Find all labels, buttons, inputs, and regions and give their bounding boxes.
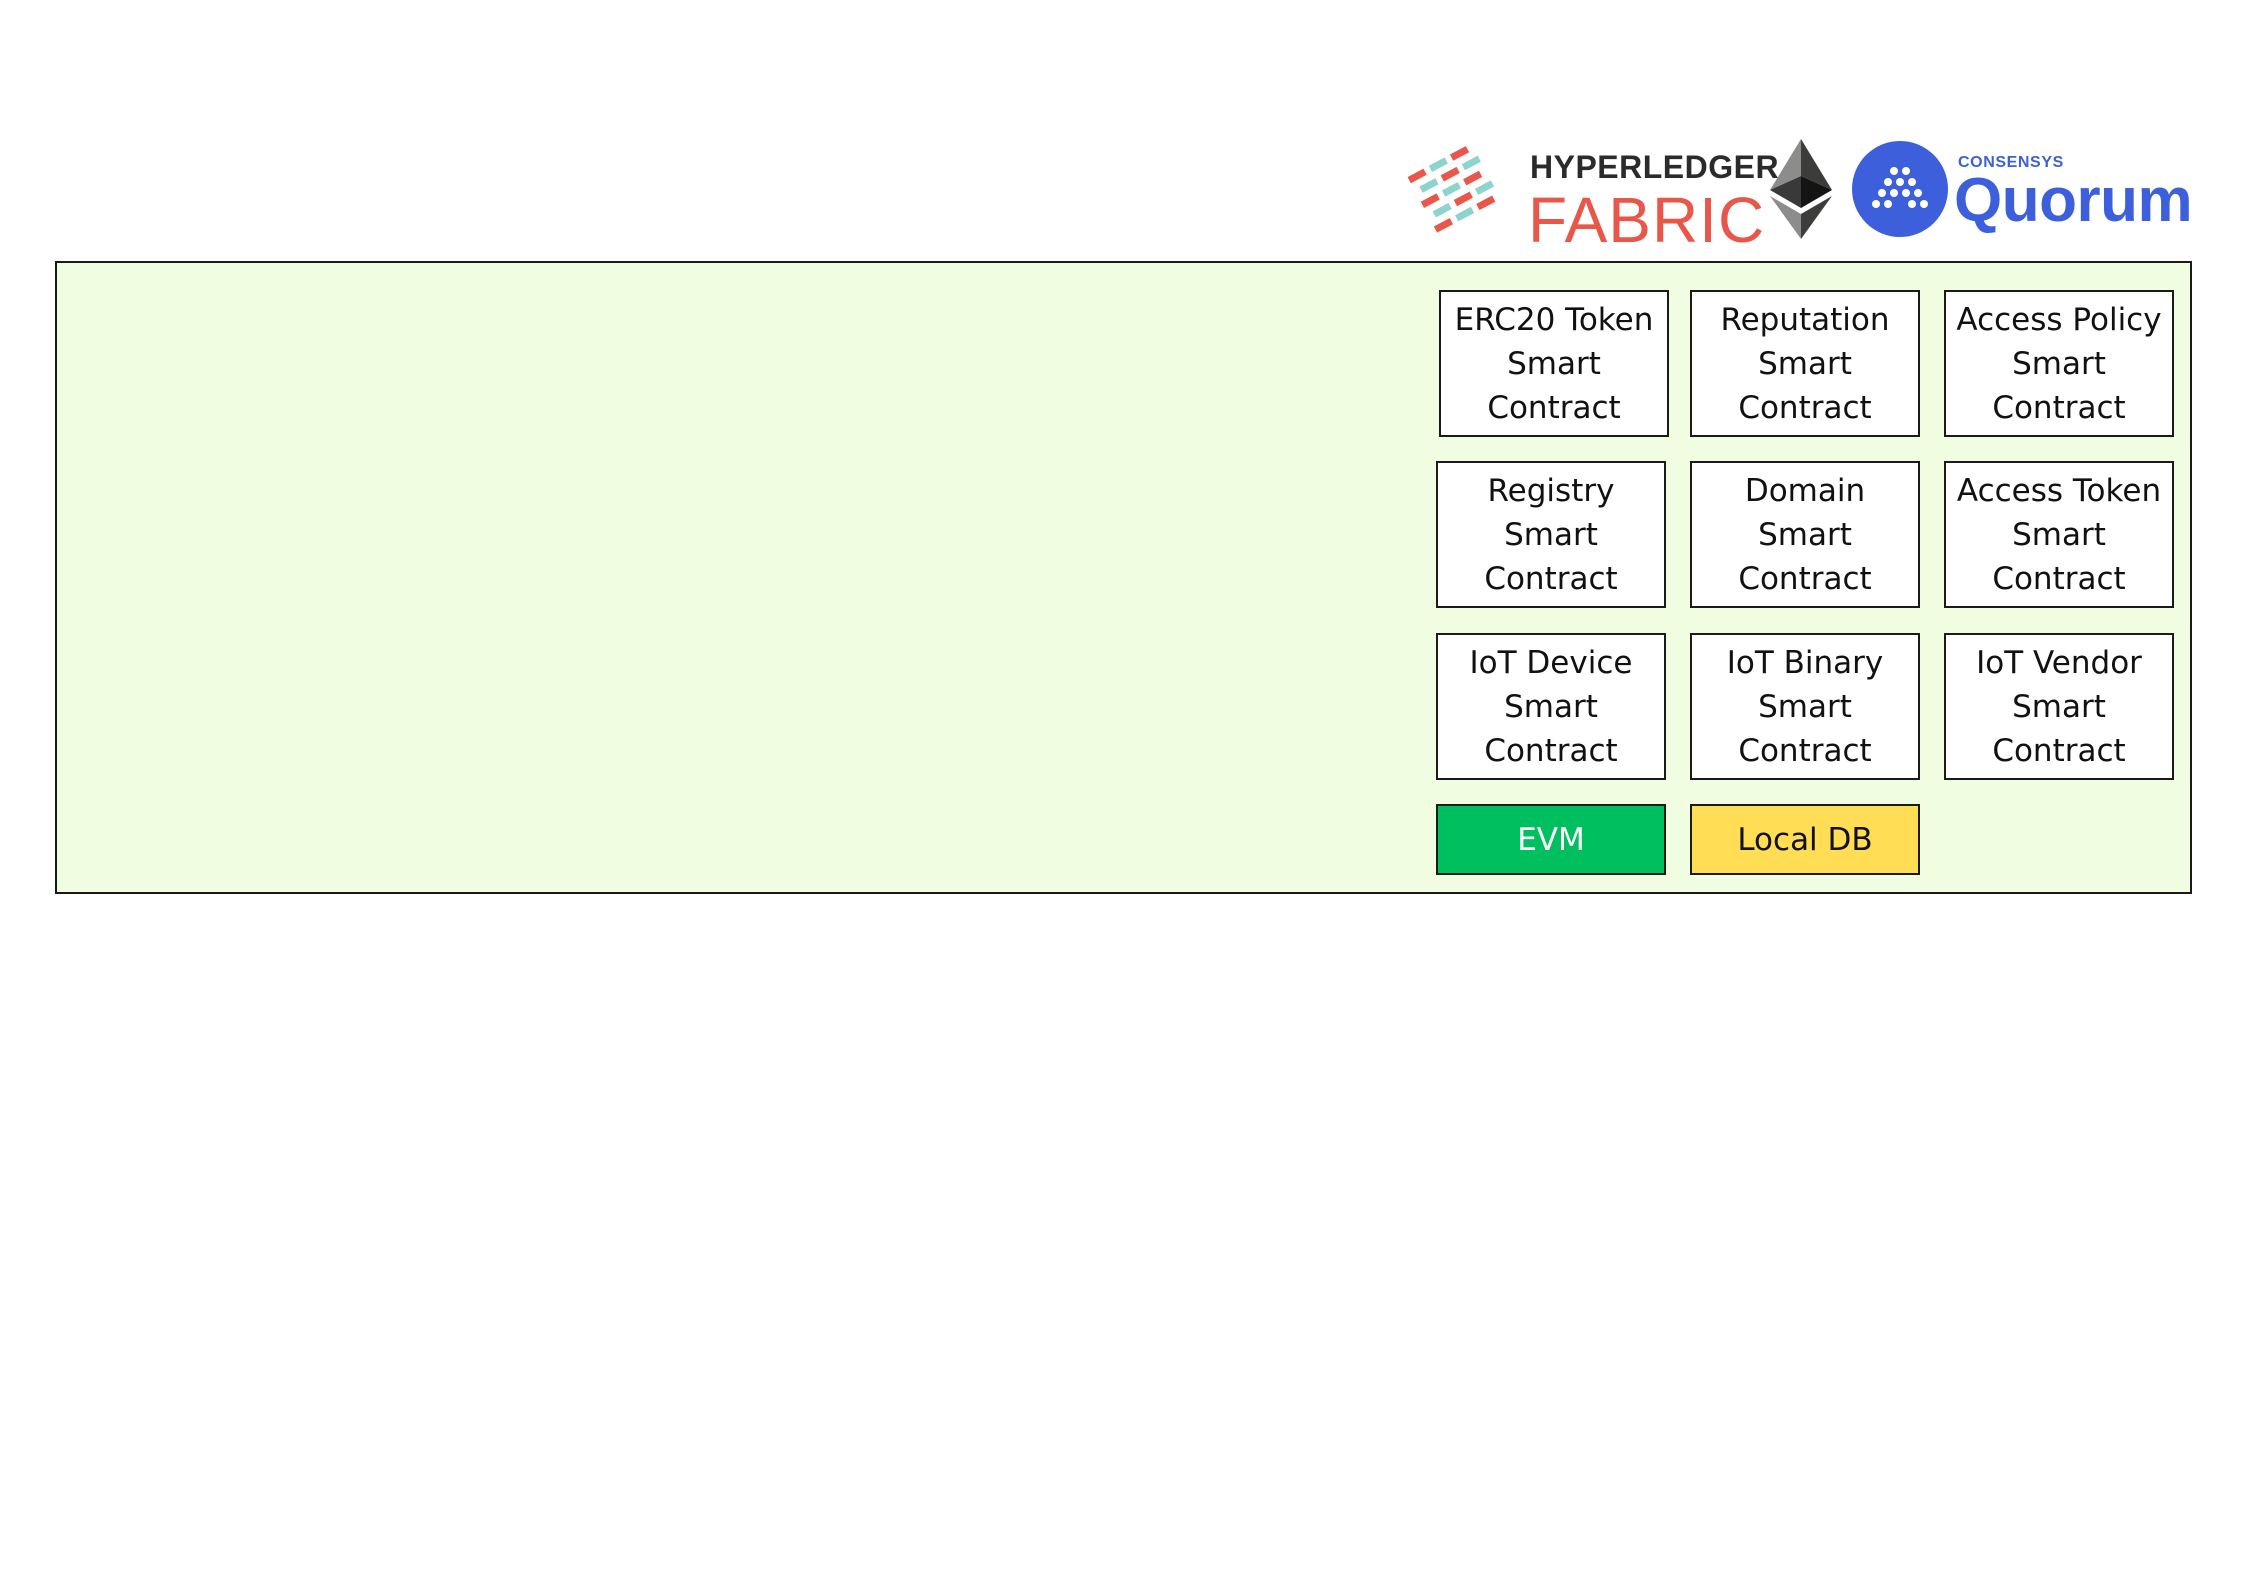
hyperledger-wordmark: HYPERLEDGER	[1530, 149, 1780, 185]
quorum-wordmark: Quorum	[1954, 166, 2193, 235]
local-db-box: Local DB	[1690, 804, 1920, 875]
domain-contract-box: Domain Smart Contract	[1690, 461, 1920, 608]
consensys-wordmark: CONSENSYS	[1958, 154, 2064, 171]
erc20-token-contract-box: ERC20 Token Smart Contract	[1439, 290, 1669, 437]
reputation-contract-box: Reputation Smart Contract	[1690, 290, 1920, 437]
fabric-weave-icon	[1408, 146, 1496, 233]
access-policy-contract-box: Access Policy Smart Contract	[1944, 290, 2174, 437]
platform-logos: HYPERLEDGER FABRIC CONSENSYS Quorum	[1400, 135, 2200, 256]
access-token-contract-box: Access Token Smart Contract	[1944, 461, 2174, 608]
iot-binary-contract-box: IoT Binary Smart Contract	[1690, 633, 1920, 780]
evm-box: EVM	[1436, 804, 1666, 875]
iot-vendor-contract-box: IoT Vendor Smart Contract	[1944, 633, 2174, 780]
ethereum-icon	[1770, 139, 1832, 239]
registry-contract-box: Registry Smart Contract	[1436, 461, 1666, 608]
iot-device-contract-box: IoT Device Smart Contract	[1436, 633, 1666, 780]
quorum-dots-icon	[1852, 141, 1948, 237]
fabric-wordmark: FABRIC	[1528, 184, 1766, 256]
